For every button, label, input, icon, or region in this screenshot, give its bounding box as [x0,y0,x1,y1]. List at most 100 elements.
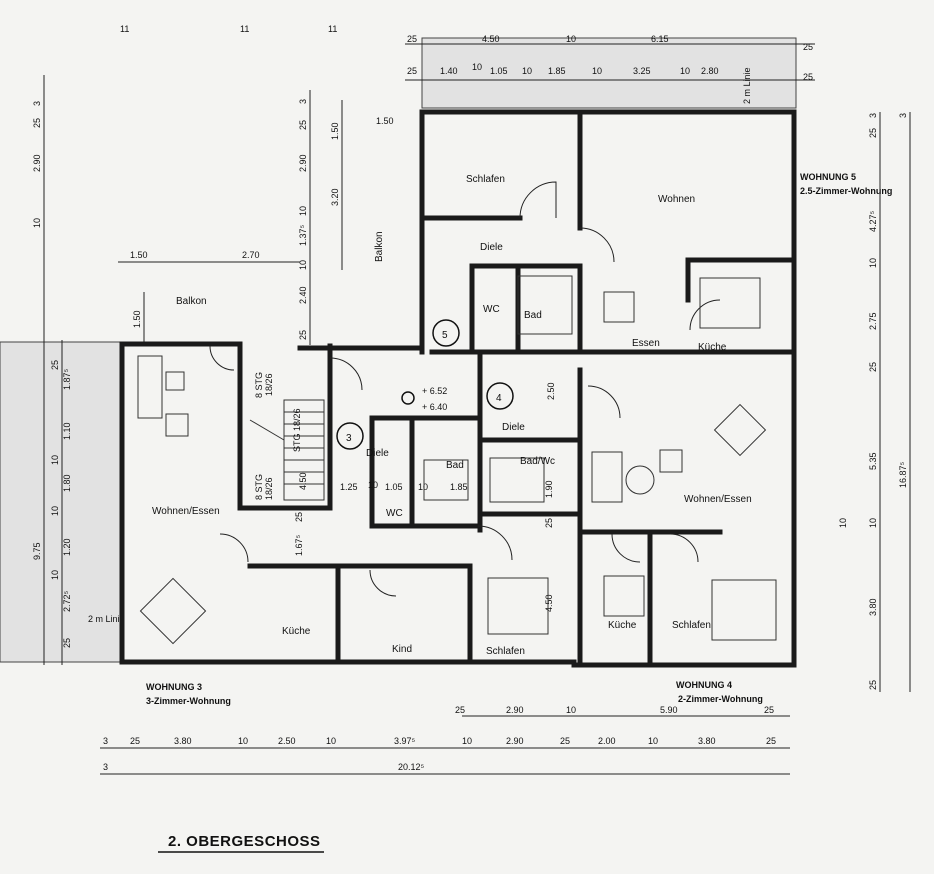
dim-label: 1.50 [130,250,148,260]
dim-label: 25 [298,120,308,130]
dim-label: 10 [868,518,878,528]
dim-label: 25 [407,66,417,76]
dim-label: 10 [326,736,336,746]
dim-label: 16.87⁵ [898,461,908,488]
dim-label: 2.90 [298,154,308,172]
right-dimensions: 25 3 3 4.27⁵ 10 2.75 25 5.35 16.87⁵ 10 3… [868,112,911,692]
dim-label: 3 [898,113,908,118]
dim-label: 10 [592,66,602,76]
dim-label: 1.37⁵ [298,224,308,246]
apartment-3-name: WOHNUNG 3 [146,682,202,692]
level-mark-icon [401,391,415,405]
bottom-dimensions: 25 2.90 10 5.90 25 3 25 3.80 10 2.50 10 … [100,705,790,775]
stair-steps-label: 8 STG [254,474,264,500]
dim-label: 2.75 [868,312,878,330]
dim-label: 4.27⁵ [868,210,878,232]
dim-label: 1.25 [340,482,358,492]
dim-label: 3.97⁵ [394,736,416,746]
dim-label: 3.80 [698,736,716,746]
dim-label: 3 [32,101,42,106]
dim-label: 25 [766,736,776,746]
room-kueche-w5: Küche [698,342,727,353]
room-schlafen-w4: Schlafen [672,620,711,631]
dim-label: 5.90 [660,705,678,715]
dim-label: 10 [472,62,482,72]
two-metre-line-label: 2 m Linie [88,614,125,624]
room-badwc-w4: Bad/Wc [520,456,555,467]
dim-label: 1.40 [440,66,458,76]
dim-label: 2.40 [298,286,308,304]
room-schlafen-w5: Schlafen [466,174,505,185]
two-metre-zone-left [0,341,121,663]
dim-label: 10 [566,705,576,715]
room-wohnen-w5: Wohnen [658,194,695,205]
page-title: 2. OBERGESCHOSS [168,833,321,850]
stair-steps-label: STG 18/26 [292,408,302,452]
dim-label: 1.67⁵ [294,534,304,556]
dim-label: 10 [298,260,308,270]
dim-label: 25 [764,705,774,715]
dim-label: 10 [238,736,248,746]
stair-ratio-label: 18/26 [264,373,274,396]
apartment-5-name: WOHNUNG 5 [800,172,856,182]
dim-label: 2.90 [506,736,524,746]
dim-label: 10 [298,206,308,216]
dim-label: 25 [50,360,60,370]
dim-label: 10 [418,482,428,492]
room-diele-w5: Diele [480,242,503,253]
dim-label: 10 [462,736,472,746]
room-bad-w5: Bad [524,310,542,321]
dim-label: 2.00 [598,736,616,746]
dim-label: 3.80 [868,598,878,616]
apartment-marker-4-label: 4 [496,393,502,404]
dim-label: 25 [294,512,304,522]
room-wohnen-essen-w3: Wohnen/Essen [152,506,220,517]
dim-label: 25 [130,736,140,746]
dim-label: 1.50 [330,122,340,140]
level-upper: + 6.52 [422,386,447,396]
dim-label: 2.80 [701,66,719,76]
level-lower: + 6.40 [422,402,447,412]
dim-label: 10 [368,480,378,490]
dim-label: 9.75 [32,542,42,560]
apartment-4-name: WOHNUNG 4 [676,680,732,690]
dim-label: 4.50 [544,594,554,612]
dim-label: 10 [680,66,690,76]
dim-label: 1.90 [544,480,554,498]
dim-label: 10 [522,66,532,76]
apartment-4-type: 2-Zimmer-Wohnung [678,694,763,704]
two-metre-zone-top [421,37,797,109]
dim-label: 10 [50,506,60,516]
axis-mark: 11 [328,24,337,34]
dim-label: 10 [50,455,60,465]
dim-label: 10 [32,218,42,228]
dim-label: 1.20 [62,538,72,556]
room-balkon-left: Balkon [176,296,207,307]
dim-label: 2.50 [278,736,296,746]
furniture [137,275,777,645]
room-kind-w3: Kind [392,644,412,655]
left-inner-dimensions: 25 3 2.90 10 1.37⁵ 10 2.40 25 1.50 1.50 … [298,90,394,345]
top-dimensions: 25 4.50 10 6.15 25 25 1.40 10 1.05 10 1.… [405,34,815,82]
dim-label: 25 [560,736,570,746]
dim-label: 4.50 [482,34,500,44]
stair-ratio-label: 18/26 [264,477,274,500]
dim-label: 25 [62,638,72,648]
apartment-marker-3 [336,422,364,450]
room-kueche-w4: Küche [608,620,637,631]
axis-mark: 11 [120,24,129,34]
dim-label: 3 [103,762,108,772]
dim-label: 1.50 [132,310,142,328]
staircase [249,399,325,501]
room-wohnen-essen-w4: Wohnen/Essen [684,494,752,505]
dim-label: 1.80 [62,474,72,492]
dim-label: 1.85 [548,66,566,76]
room-wc-w5: WC [483,304,500,315]
dim-label: 10 [50,570,60,580]
room-schlafen-w3: Schlafen [486,646,525,657]
dim-label: 25 [803,42,813,52]
apartment-5-type: 2.5-Zimmer-Wohnung [800,186,892,196]
dim-label: 5.35 [868,452,878,470]
dim-label: 2.50 [546,382,556,400]
